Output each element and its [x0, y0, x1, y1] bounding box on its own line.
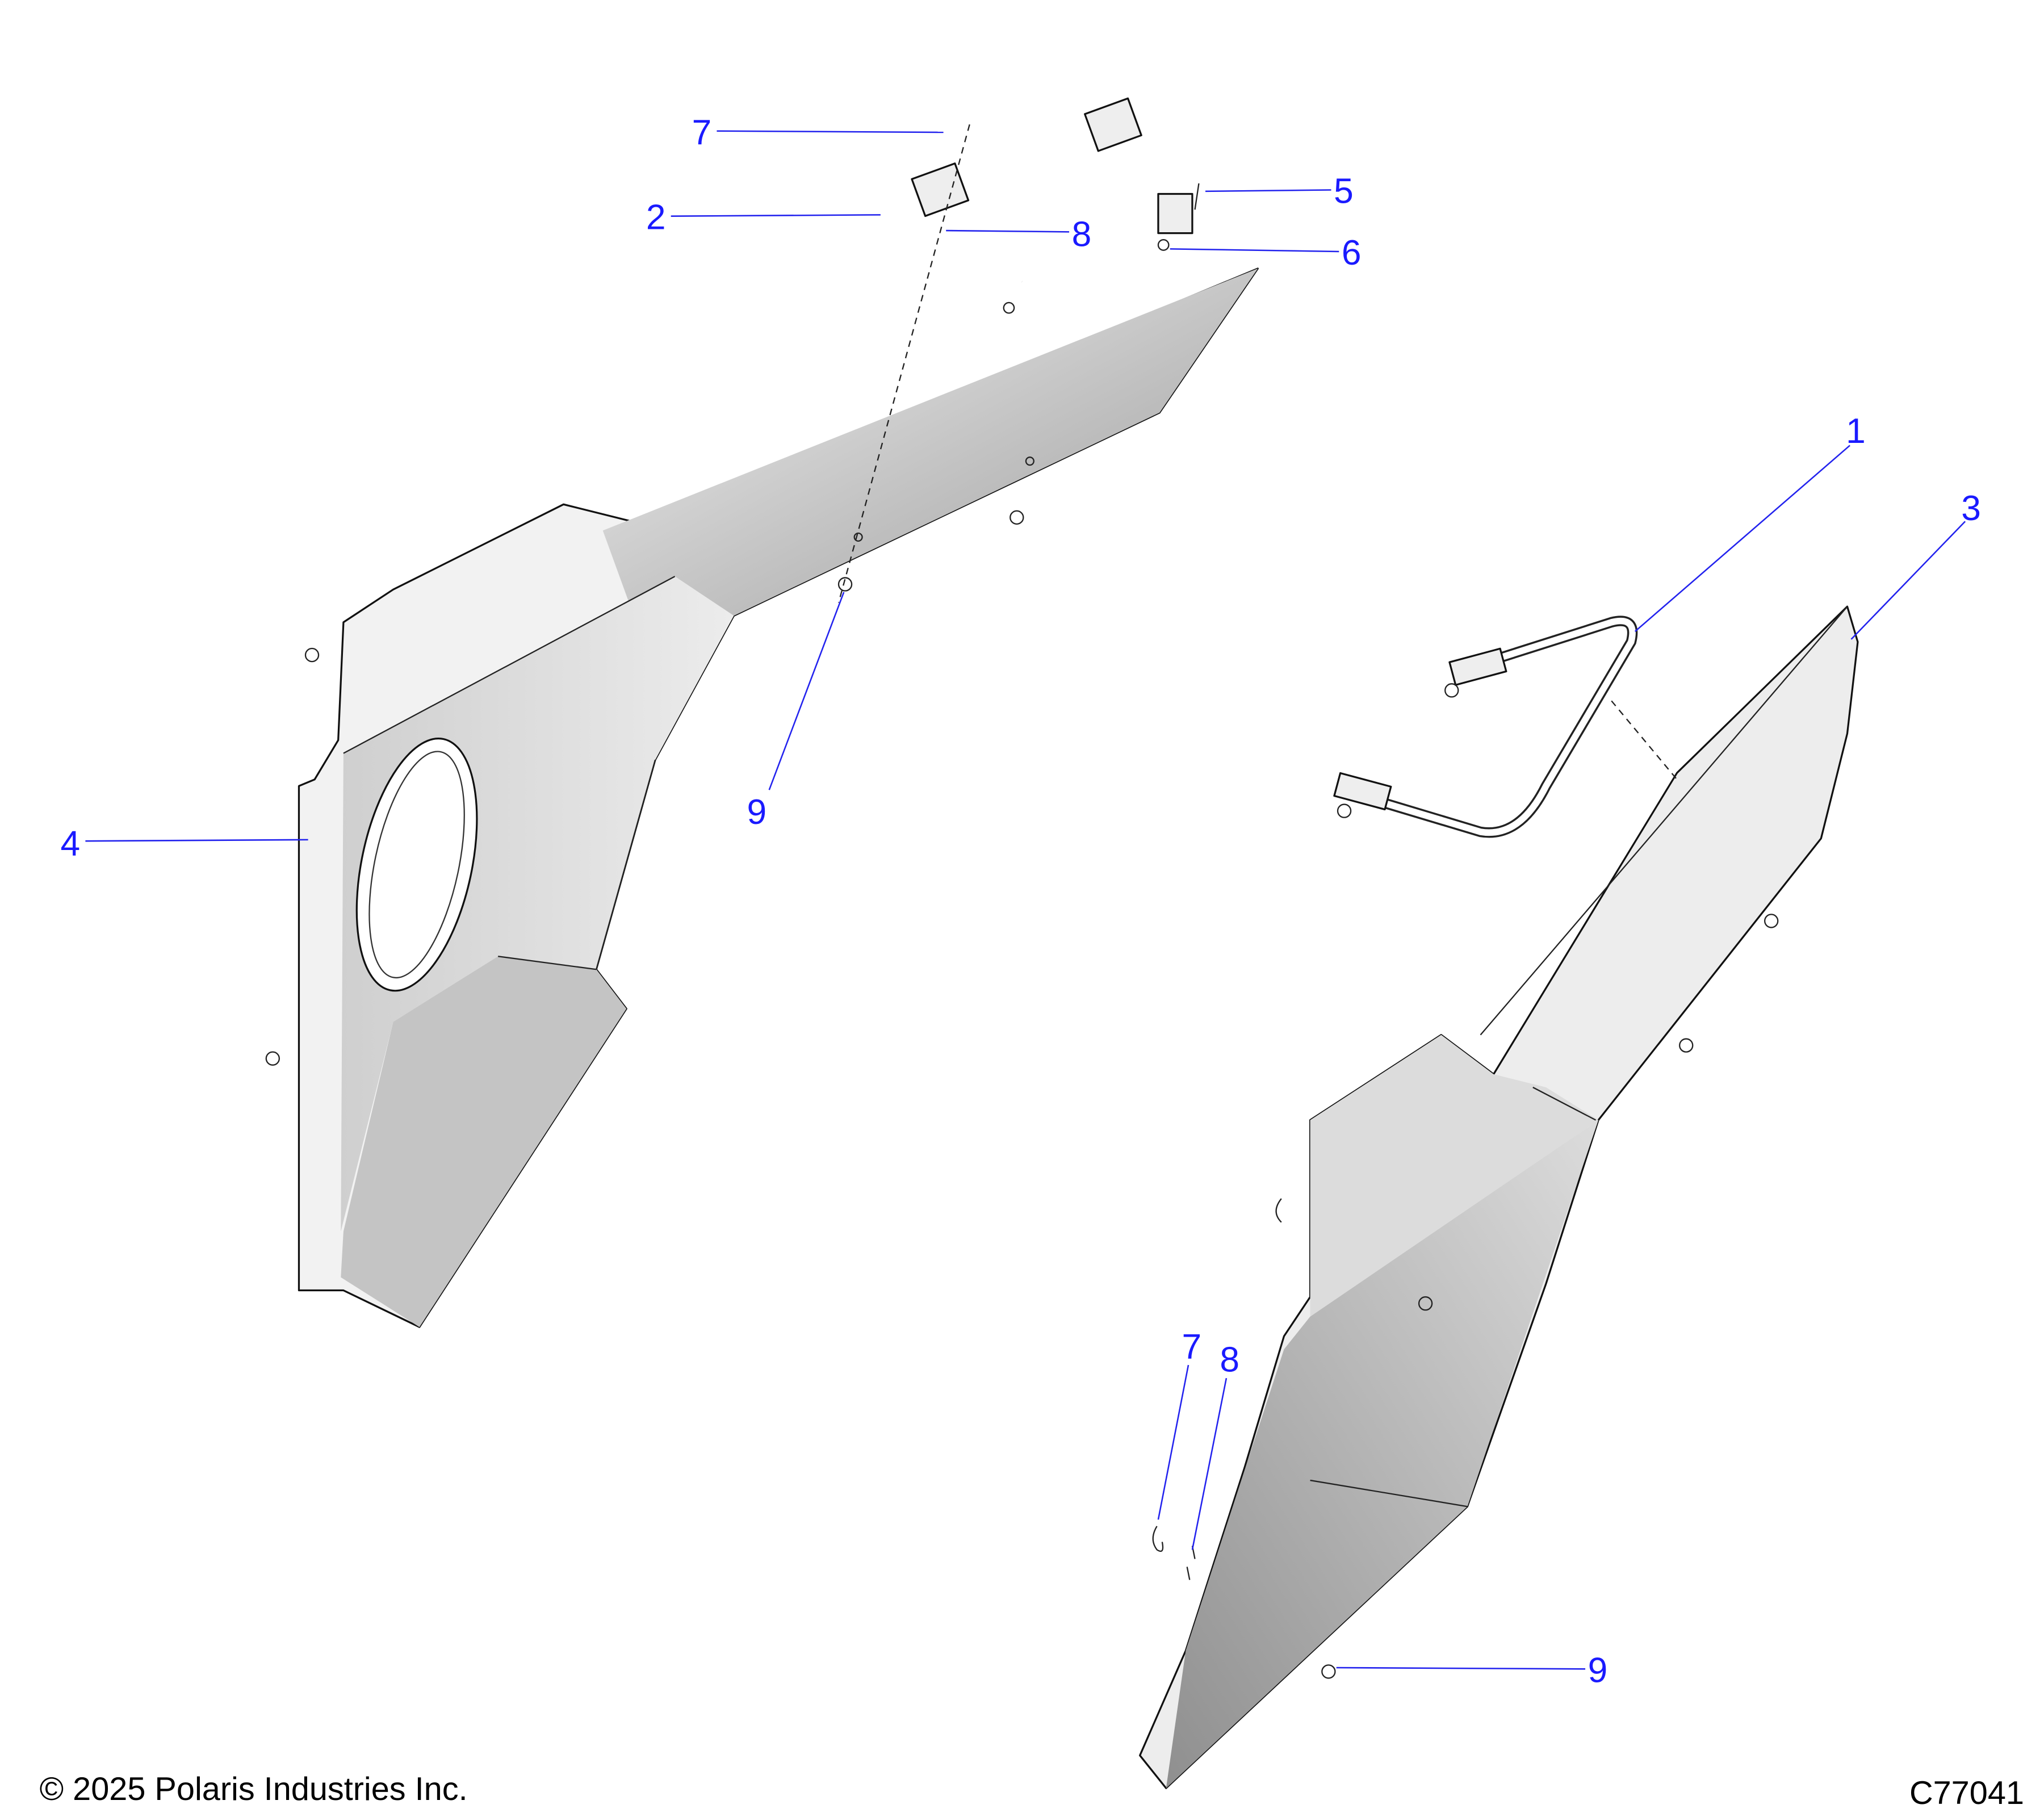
callout-4[interactable]: 4 — [61, 824, 81, 864]
leader-lines — [85, 130, 1966, 1670]
grab-handle-lower — [1333, 616, 1678, 838]
callout-1[interactable]: 1 — [1846, 412, 1866, 451]
callout-8-lower[interactable]: 8 — [1220, 1341, 1239, 1380]
copyright-text: © 2025 Polaris Industries Inc. — [40, 1771, 468, 1807]
callout-7-lower[interactable]: 7 — [1182, 1328, 1201, 1367]
callout-5[interactable]: 5 — [1334, 172, 1354, 211]
callout-7-upper[interactable]: 7 — [692, 113, 712, 152]
callout-3[interactable]: 3 — [1961, 489, 1981, 528]
callout-9-lower[interactable]: 9 — [1588, 1651, 1608, 1690]
grab-handle-upper — [837, 70, 1200, 603]
callout-8-upper[interactable]: 8 — [1072, 215, 1092, 254]
callout-2[interactable]: 2 — [646, 198, 666, 237]
callout-9-upper[interactable]: 9 — [747, 793, 767, 832]
callout-6[interactable]: 6 — [1342, 233, 1362, 273]
figure-id: C77041 — [1909, 1775, 2024, 1811]
fasteners — [265, 457, 1779, 1679]
right-door-panel — [1139, 605, 1859, 1789]
left-door-panel — [298, 267, 1259, 1328]
